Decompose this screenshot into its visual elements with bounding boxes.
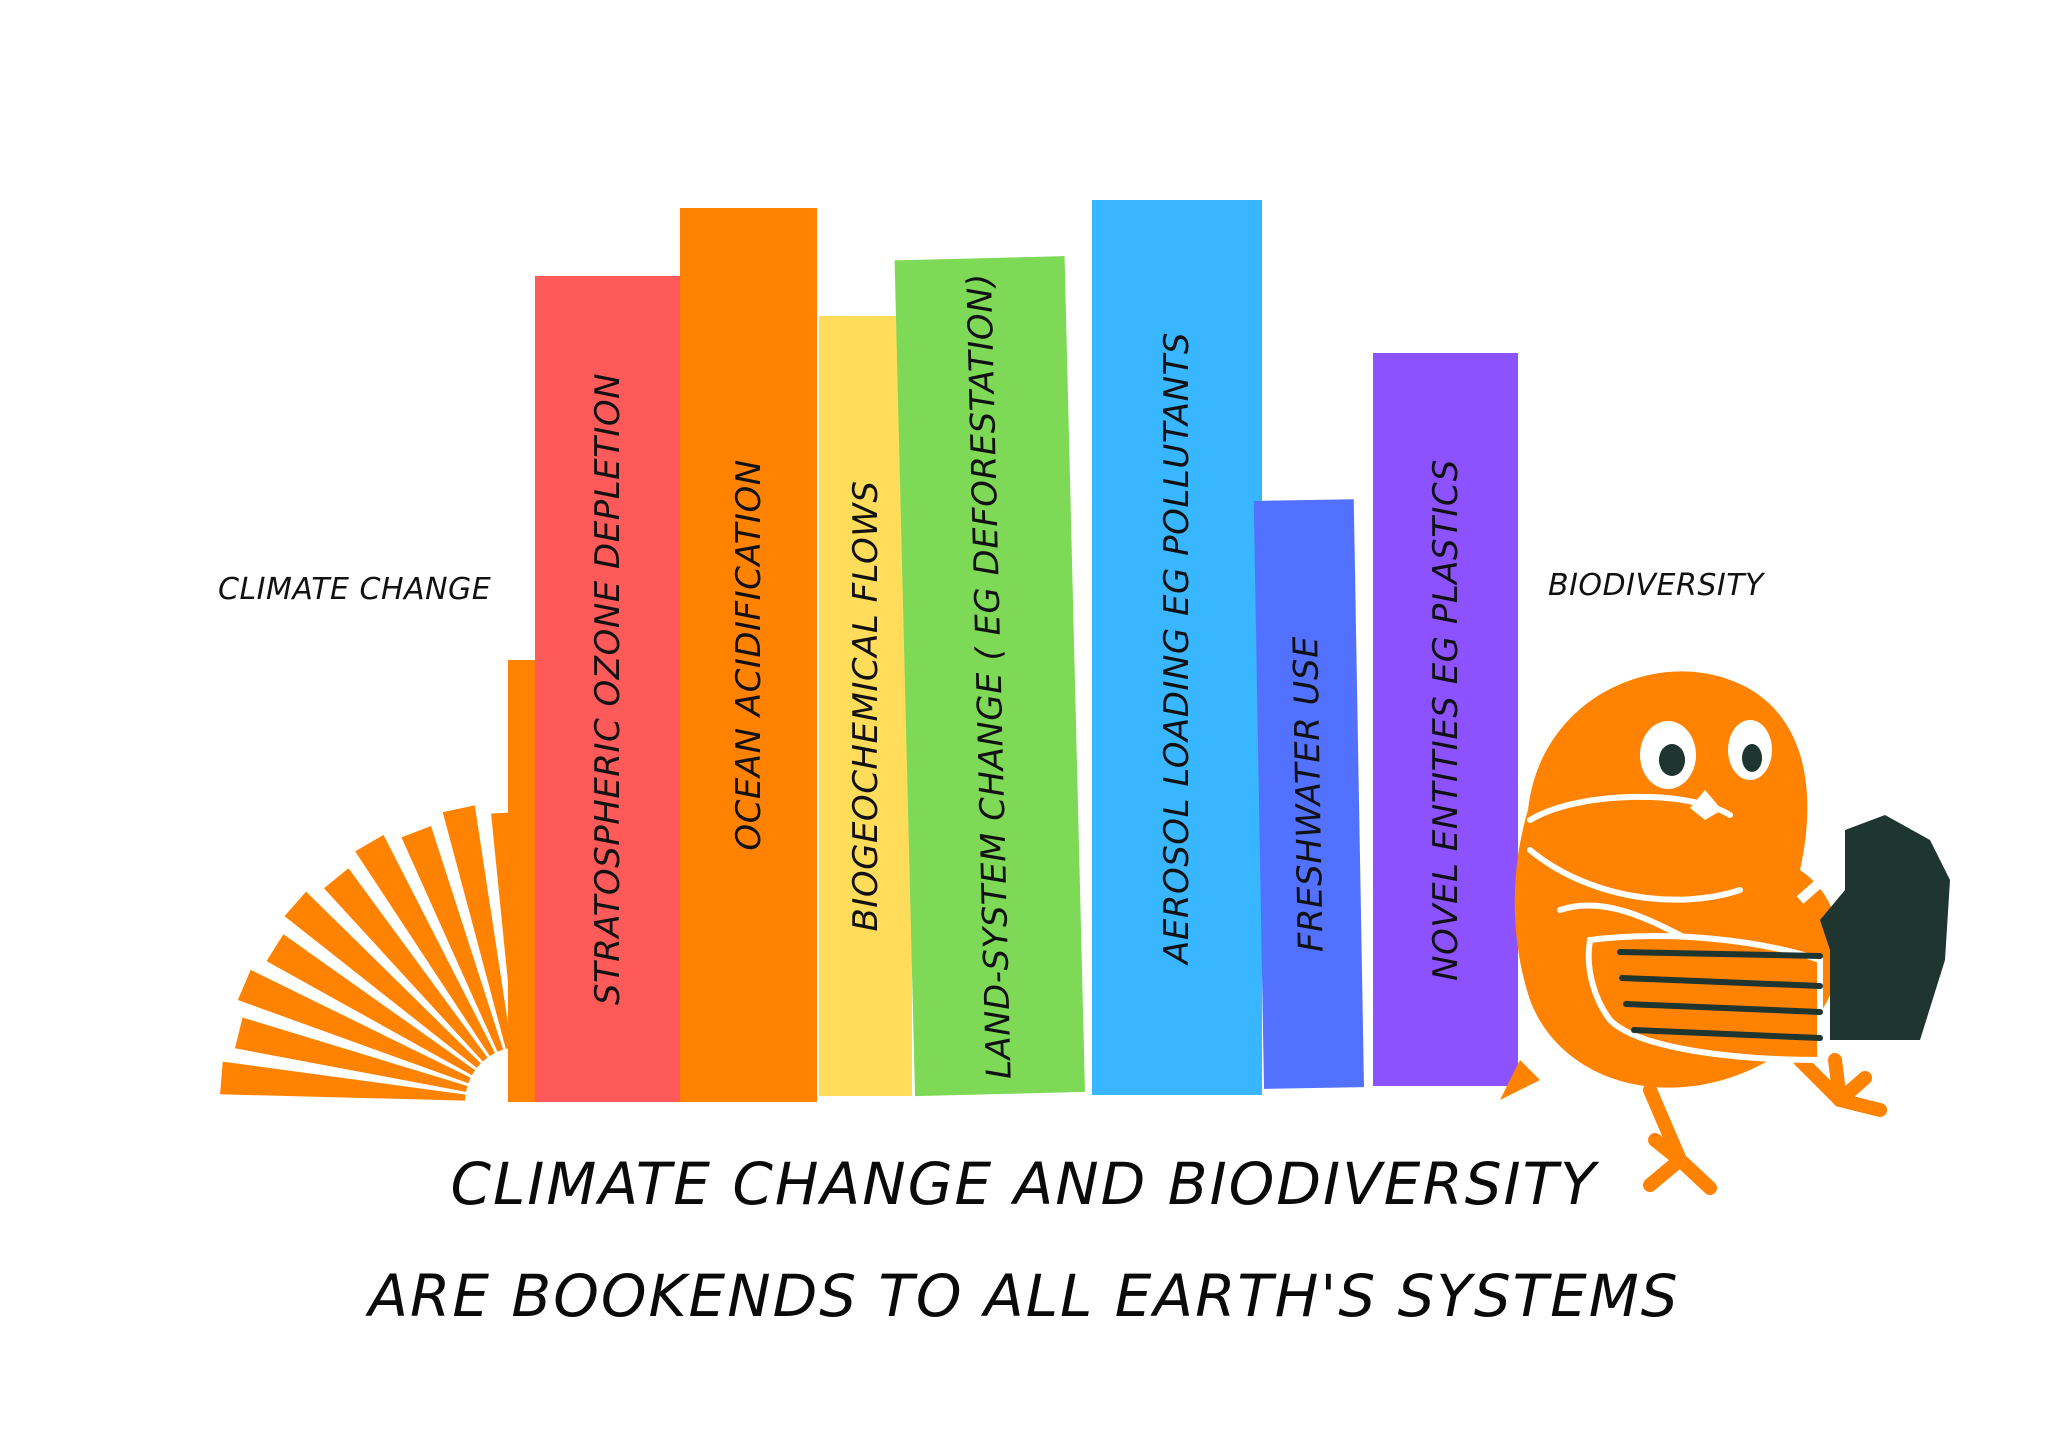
book-label: BIOGEOCHEMICAL FLOWS — [845, 480, 886, 932]
book-aerosol-loading: AEROSOL LOADING EG POLLUTANTS — [1092, 200, 1262, 1095]
book-biogeochemical-flows: BIOGEOCHEMICAL FLOWS — [819, 316, 912, 1096]
sun-ray — [220, 1061, 466, 1101]
caption-line-2: ARE BOOKENDS TO ALL EARTH'S SYSTEMS — [368, 1262, 1680, 1330]
biodiversity-label: BIODIVERSITY — [1548, 568, 1764, 603]
sun-ray — [442, 805, 512, 1049]
book-label: OCEAN ACIDIFICATION — [728, 459, 769, 851]
book-label: NOVEL ENTITIES EG PLASTICS — [1425, 458, 1466, 981]
book-ocean-acidification: OCEAN ACIDIFICATION — [680, 208, 817, 1102]
book-label: STRATOSPHERIC OZONE DEPLETION — [588, 372, 628, 1006]
caption-line-1: CLIMATE CHANGE AND BIODIVERSITY — [450, 1150, 1598, 1218]
book-label: AEROSOL LOADING EG POLLUTANTS — [1157, 331, 1197, 964]
bird-icon — [1500, 671, 1950, 1195]
sun-ray — [355, 834, 495, 1057]
book-label: FRESHWATER USE — [1286, 635, 1332, 953]
book-freshwater-use: FRESHWATER USE — [1253, 499, 1364, 1089]
book-stratospheric-ozone-depletion: STRATOSPHERIC OZONE DEPLETION — [535, 276, 681, 1102]
book-novel-entities: NOVEL ENTITIES EG PLASTICS — [1373, 353, 1518, 1086]
sun-ray — [323, 868, 488, 1062]
sun-edge — [508, 660, 538, 1102]
sun-ray — [284, 891, 481, 1068]
sun-ray — [401, 825, 504, 1052]
sun-ray — [237, 969, 471, 1084]
book-label: LAND-SYSTEM CHANGE ( EG DEFORESTATION) — [959, 272, 1020, 1080]
sun-ray — [266, 934, 476, 1076]
sun-ray — [235, 1017, 468, 1092]
book-land-system-change: LAND-SYSTEM CHANGE ( EG DEFORESTATION) — [894, 256, 1085, 1097]
climate-change-label: CLIMATE CHANGE — [218, 572, 492, 607]
